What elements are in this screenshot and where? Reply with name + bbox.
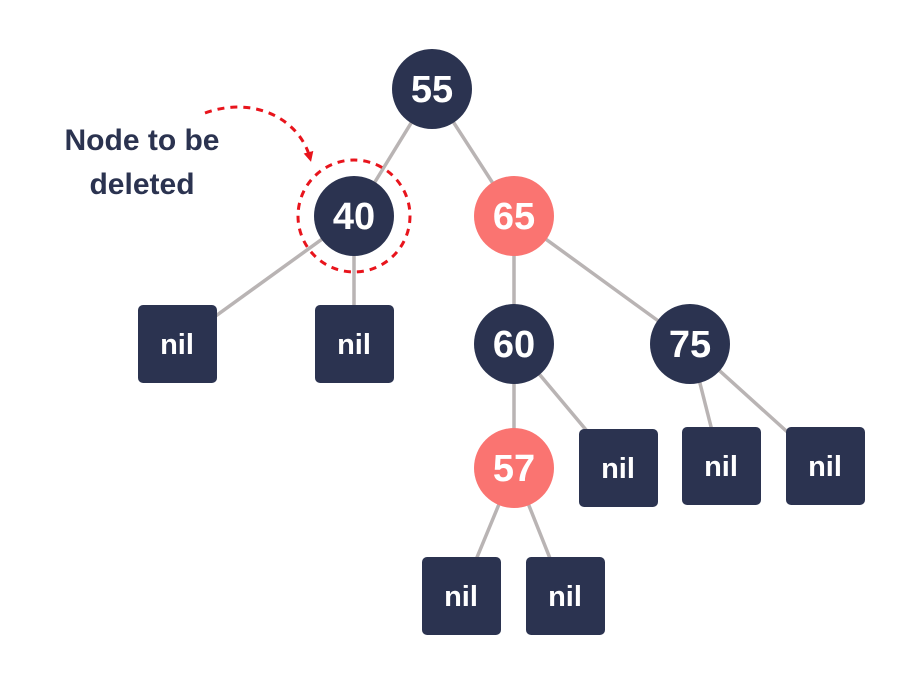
- node-circle: [474, 176, 554, 256]
- node-value: 40: [333, 196, 375, 238]
- nil-leaf-40-left: nil: [138, 305, 217, 383]
- nil-box: [526, 557, 605, 635]
- node-value: 65: [493, 196, 535, 238]
- nil-box: [682, 427, 761, 505]
- nil-label: nil: [601, 453, 635, 485]
- tree-node-65: 65: [474, 176, 554, 256]
- nil-leaf-75-right: nil: [786, 427, 865, 505]
- tree-node-75: 75: [650, 304, 730, 384]
- nil-box: [138, 305, 217, 383]
- tree-node-40: 40: [314, 176, 394, 256]
- node-value: 60: [493, 324, 535, 366]
- nil-leaf-40-right: nil: [315, 305, 394, 383]
- deletion-annotation: Node to be deleted: [65, 105, 412, 274]
- deletion-highlight-ring: [296, 158, 412, 274]
- nil-label: nil: [808, 451, 842, 483]
- nil-box: [786, 427, 865, 505]
- node-circle: [474, 304, 554, 384]
- node-circle: [392, 49, 472, 129]
- annotation-line-2: deleted: [89, 168, 194, 201]
- tree-node-55: 55: [392, 49, 472, 129]
- nil-leaf-57-left: nil: [422, 557, 501, 635]
- nil-leaf-60-right: nil: [579, 429, 658, 507]
- node-circle: [650, 304, 730, 384]
- nil-box: [422, 557, 501, 635]
- annotation-arrow: [204, 105, 314, 162]
- nil-leaf-57-right: nil: [526, 557, 605, 635]
- node-circle: [474, 428, 554, 508]
- tree-node-60: 60: [474, 304, 554, 384]
- nil-label: nil: [160, 329, 194, 361]
- nil-box: [579, 429, 658, 507]
- annotation-line-1: Node to be: [65, 124, 220, 157]
- tree-node-57: 57: [474, 428, 554, 508]
- nil-leaf-75-left: nil: [682, 427, 761, 505]
- node-value: 57: [493, 448, 535, 490]
- node-value: 55: [411, 69, 453, 111]
- node-circle: [314, 176, 394, 256]
- nil-label: nil: [704, 451, 738, 483]
- nil-label: nil: [337, 329, 371, 361]
- node-value: 75: [669, 324, 711, 366]
- nil-label: nil: [444, 581, 478, 613]
- nil-label: nil: [548, 581, 582, 613]
- nil-box: [315, 305, 394, 383]
